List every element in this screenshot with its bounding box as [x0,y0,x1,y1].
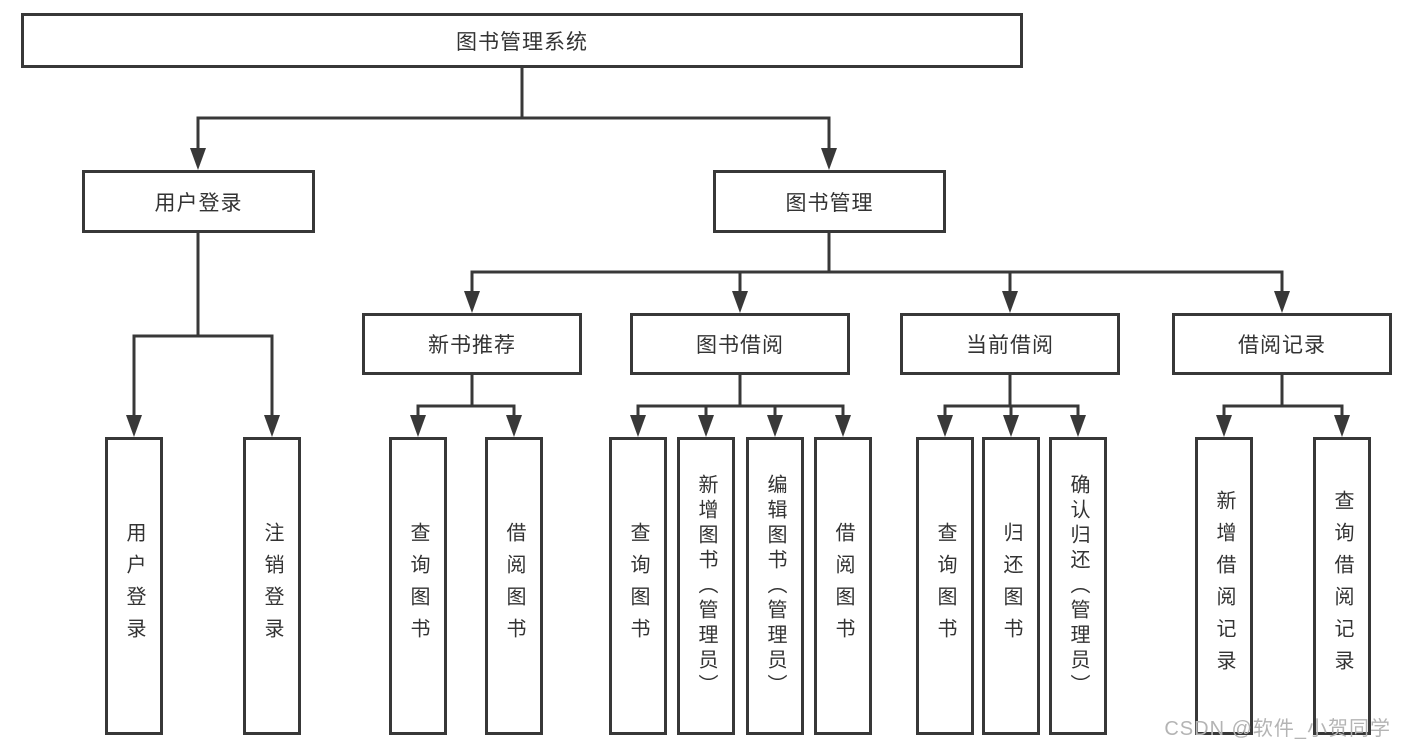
leaf-borrow-books-recommend: 借阅图书 [485,437,543,735]
node-label: 注销登录 [261,522,283,650]
leaf-return-book: 归还图书 [982,437,1040,735]
node-label: 新书推荐 [428,334,516,357]
node-label: 新增图书（管理员） [695,473,717,699]
node-label: 编辑图书（管理员） [764,473,786,699]
node-label: 当前借阅 [966,334,1054,357]
node-label: 查询借阅记录 [1331,490,1353,682]
node-root-system: 图书管理系统 [21,13,1023,68]
node-label: 用户登录 [123,522,145,650]
leaf-query-books-borrow: 查询图书 [609,437,667,735]
node-label: 借阅记录 [1238,334,1326,357]
leaf-add-book-admin: 新增图书（管理员） [677,437,735,735]
leaf-borrow-books: 借阅图书 [814,437,872,735]
node-label: 借阅图书 [503,522,525,650]
arrowhead-icons [126,148,1350,437]
node-new-book-recommend: 新书推荐 [362,313,582,375]
node-label: 用户登录 [154,191,243,215]
node-user-login: 用户登录 [82,170,315,233]
node-label: 图书管理 [785,191,874,215]
node-label: 查询图书 [934,522,956,650]
node-label: 图书管理系统 [456,30,588,54]
node-label: 查询图书 [627,522,649,650]
node-label: 新增借阅记录 [1213,490,1235,682]
node-borrow-records: 借阅记录 [1172,313,1392,375]
node-label: 确认归还（管理员） [1067,473,1089,699]
watermark: CSDN @软件_小贺同学 [1164,718,1391,740]
leaf-query-borrow-record: 查询借阅记录 [1313,437,1371,735]
node-label: 借阅图书 [832,522,854,650]
node-current-borrow: 当前借阅 [900,313,1120,375]
node-label: 归还图书 [1000,522,1022,650]
node-book-borrow: 图书借阅 [630,313,850,375]
leaf-add-borrow-record: 新增借阅记录 [1195,437,1253,735]
connector-segments [132,66,1344,419]
node-label: 查询图书 [407,522,429,650]
leaf-query-books-current: 查询图书 [916,437,974,735]
leaf-user-login: 用户登录 [105,437,163,735]
leaf-confirm-return-admin: 确认归还（管理员） [1049,437,1107,735]
leaf-edit-book-admin: 编辑图书（管理员） [746,437,804,735]
leaf-query-books-recommend: 查询图书 [389,437,447,735]
node-label: 图书借阅 [696,334,784,357]
node-book-management: 图书管理 [713,170,946,233]
leaf-logout: 注销登录 [243,437,301,735]
